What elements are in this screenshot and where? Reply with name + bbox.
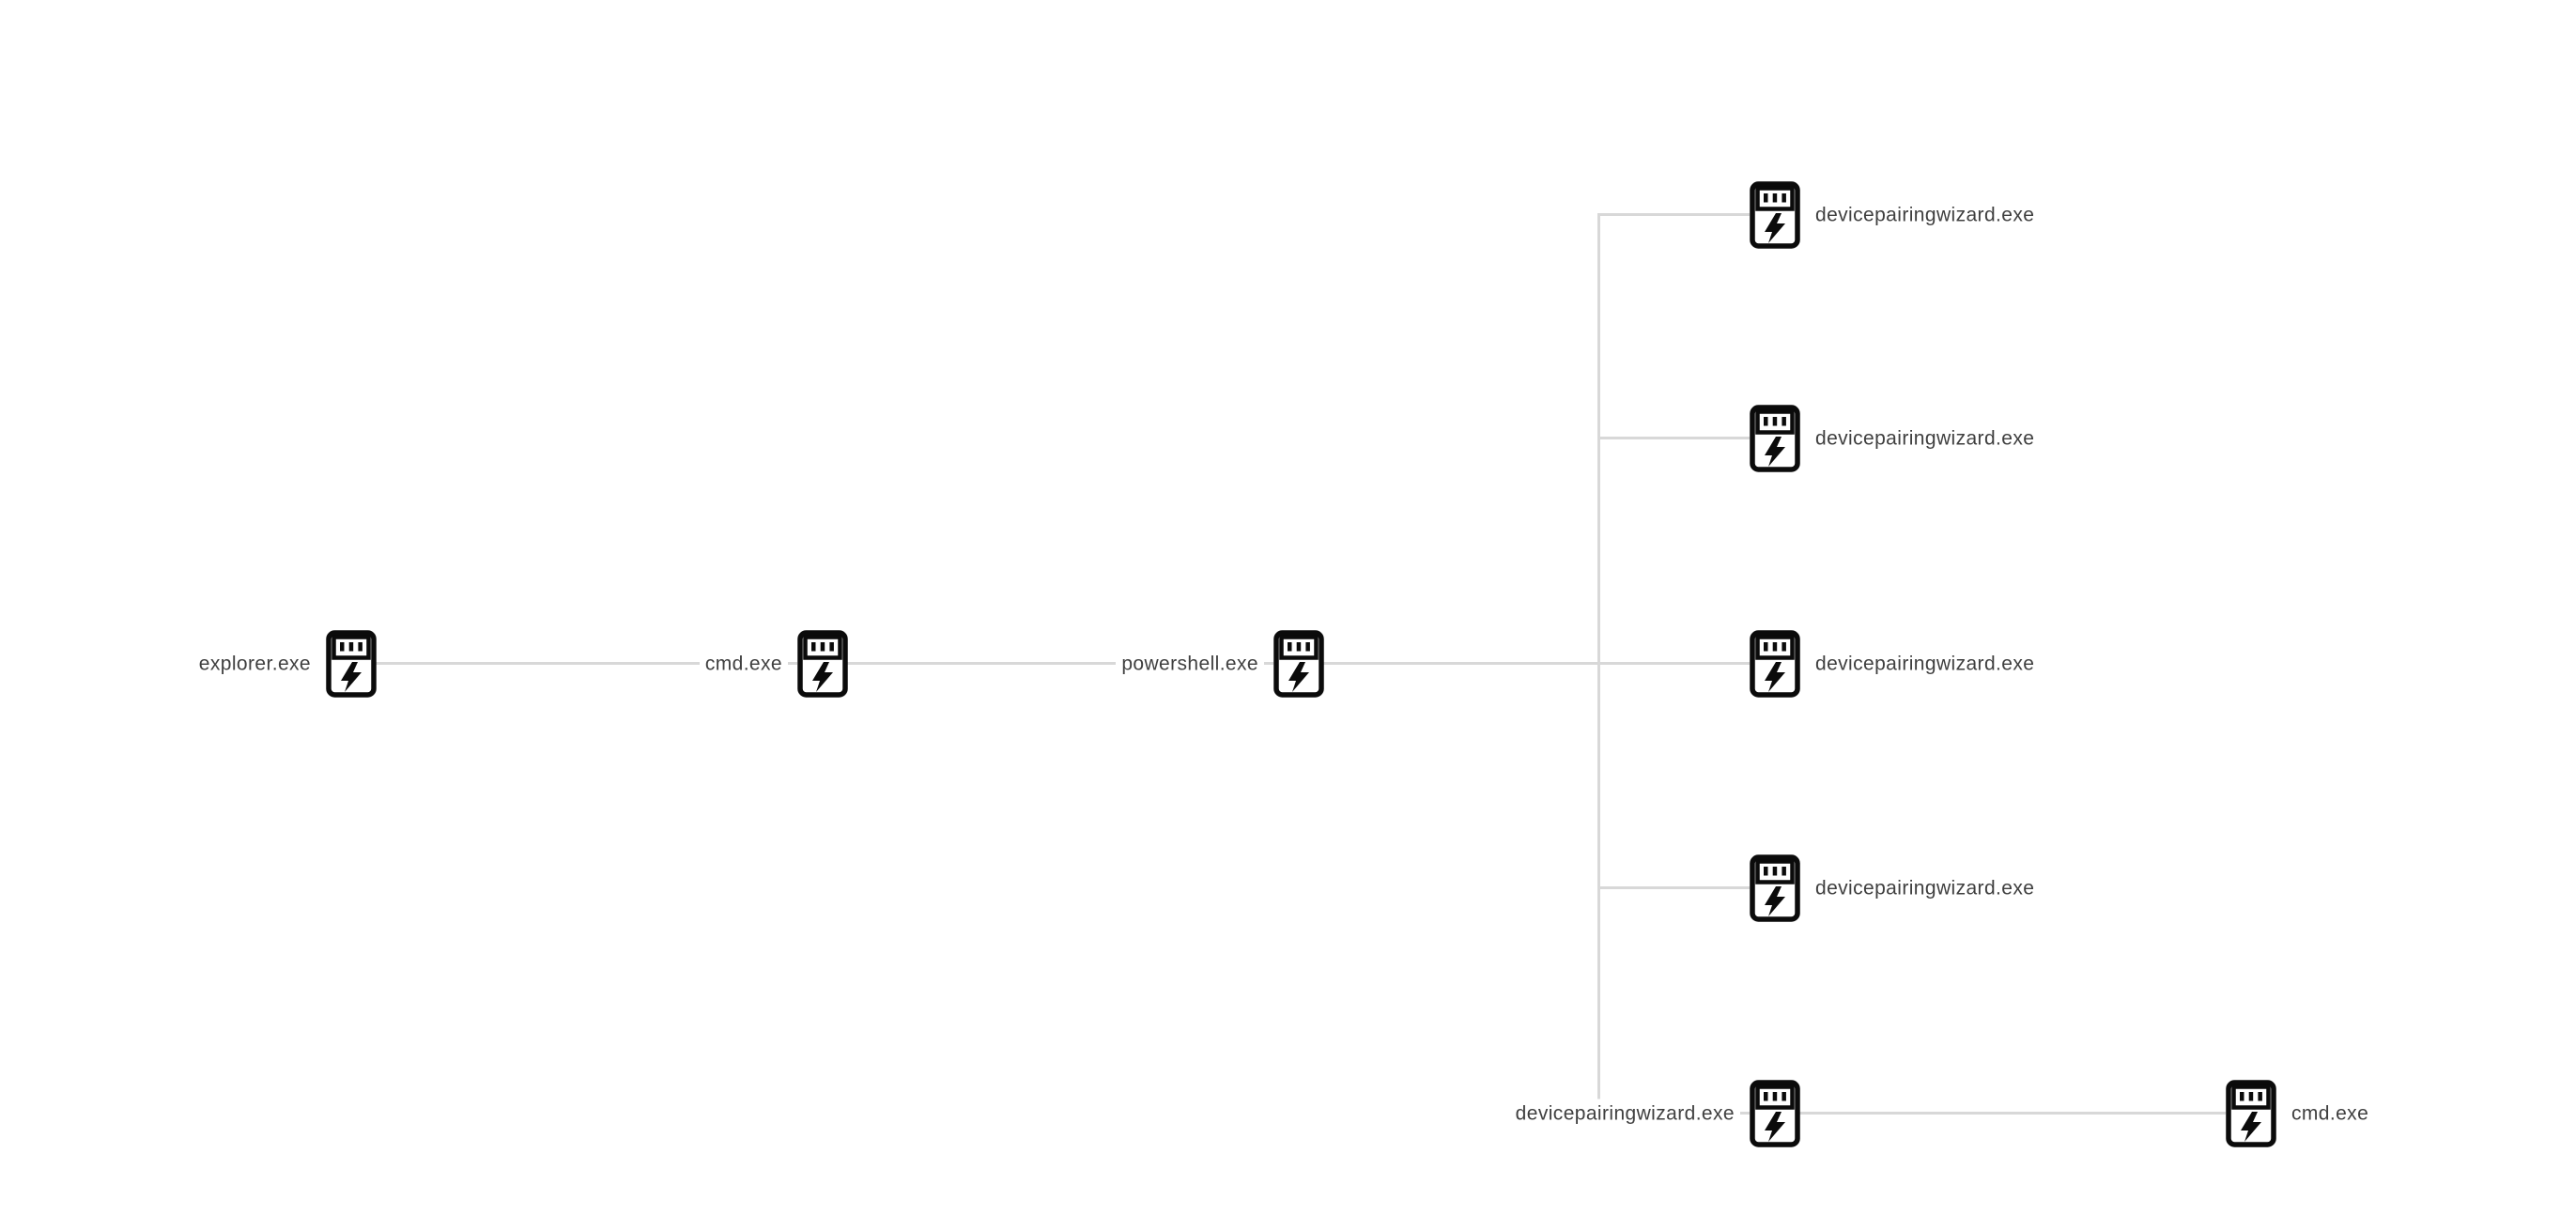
node-devicepairingwizard-exe-5[interactable]: devicepairingwizard.exe (1509, 1080, 1800, 1147)
node-label: cmd.exe (699, 649, 788, 679)
process-icon (2226, 1080, 2276, 1147)
process-icon (1750, 181, 1800, 249)
process-icon (1750, 1080, 1800, 1147)
process-icon (1750, 405, 1800, 472)
process-icon (326, 630, 377, 698)
process-icon (1750, 630, 1800, 698)
node-label: devicepairingwizard.exe (1810, 423, 2041, 454)
node-devicepairingwizard-exe-4[interactable]: devicepairingwizard.exe (1750, 854, 2041, 922)
edge-dpw5-cmd (1798, 1112, 2226, 1115)
node-devicepairingwizard-exe-1[interactable]: devicepairingwizard.exe (1750, 181, 2041, 249)
node-label: devicepairingwizard.exe (1509, 1099, 1740, 1129)
node-label: explorer.exe (193, 649, 316, 679)
edge-powershell-children (1322, 662, 1750, 665)
edge-branch-child-1 (1597, 213, 1750, 216)
process-icon (1750, 854, 1800, 922)
process-icon (797, 630, 848, 698)
node-label: devicepairingwizard.exe (1810, 649, 2041, 679)
node-cmd-exe-child[interactable]: cmd.exe (2226, 1080, 2375, 1147)
node-devicepairingwizard-exe-3[interactable]: devicepairingwizard.exe (1750, 630, 2041, 698)
node-powershell-exe[interactable]: powershell.exe (1116, 630, 1324, 698)
edge-explorer-cmd (375, 662, 797, 665)
node-label: cmd.exe (2286, 1099, 2375, 1129)
edge-cmd-powershell (846, 662, 1273, 665)
edge-trunk-vertical (1597, 213, 1600, 1115)
node-label: devicepairingwizard.exe (1810, 200, 2041, 230)
process-icon (1273, 630, 1324, 698)
node-explorer-exe[interactable]: explorer.exe (193, 630, 377, 698)
node-devicepairingwizard-exe-2[interactable]: devicepairingwizard.exe (1750, 405, 2041, 472)
node-label: powershell.exe (1116, 649, 1264, 679)
edge-branch-child-2 (1597, 437, 1750, 439)
node-label: devicepairingwizard.exe (1810, 873, 2041, 903)
node-cmd-exe[interactable]: cmd.exe (699, 630, 848, 698)
edge-branch-child-4 (1597, 886, 1750, 889)
